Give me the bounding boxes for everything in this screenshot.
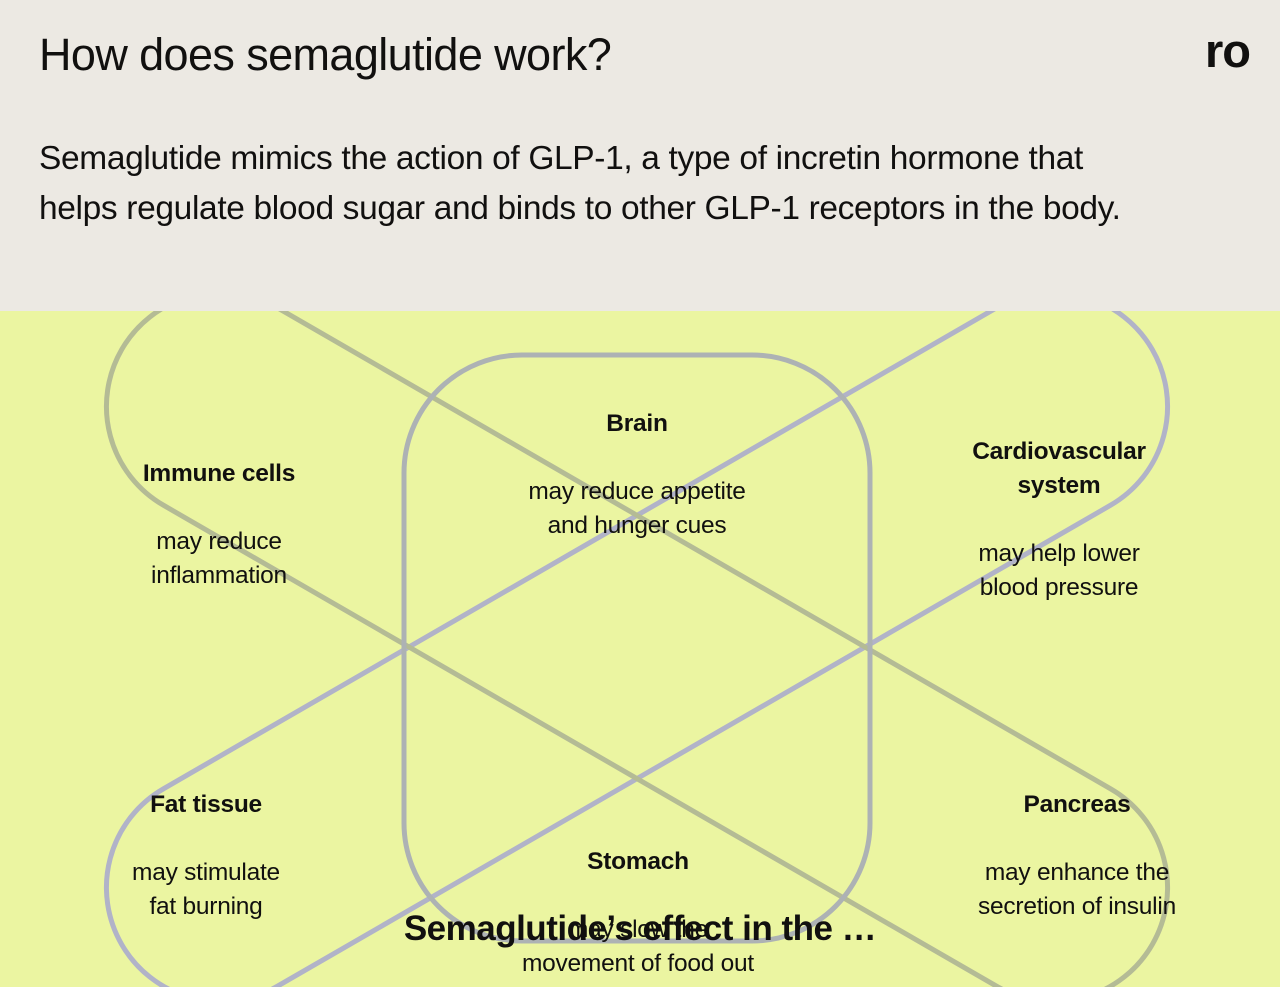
header-section: How does semaglutide work? ro Semaglutid… xyxy=(0,0,1280,311)
node-description: may reduce appetite and hunger cues xyxy=(528,478,746,539)
capsule-immune-pancreas xyxy=(103,311,1171,987)
intro-paragraph: Semaglutide mimics the action of GLP-1, … xyxy=(39,140,1121,227)
node-title: Immune cells xyxy=(142,460,296,487)
node-description: may enhance the secretion of insulin xyxy=(978,859,1176,920)
node-stomach: Stomach may slow the movement of food ou… xyxy=(500,811,776,987)
node-title: Brain xyxy=(606,410,668,437)
capsule-outline xyxy=(401,352,873,944)
node-description: may help lower blood pressure xyxy=(978,540,1140,601)
node-title: Cardiovascular system xyxy=(972,438,1146,499)
node-description: may reduce inflammation xyxy=(151,528,287,589)
node-cardiovascular-system: Cardiovascular system may help lower blo… xyxy=(935,401,1183,639)
node-title: Stomach xyxy=(587,848,689,875)
diagram-section: Immune cells may reduce inflammation Bra… xyxy=(0,311,1280,987)
capsule-outline xyxy=(103,311,1171,987)
node-description: may slow the movement of food out xyxy=(522,916,754,977)
capsule-cardio-fat xyxy=(103,311,1171,987)
node-immune-cells: Immune cells may reduce inflammation xyxy=(96,423,342,627)
node-pancreas: Pancreas may enhance the secretion of in… xyxy=(945,754,1209,958)
capsule-diagram xyxy=(103,311,1171,987)
ro-logo: ro xyxy=(1205,24,1251,77)
capsule-brain-stomach xyxy=(401,352,873,944)
node-brain: Brain may reduce appetite and hunger cue… xyxy=(506,373,768,577)
capsule-outline xyxy=(103,311,1171,987)
node-title: Pancreas xyxy=(1023,791,1131,818)
center-label: Semaglutide’s effect in the … xyxy=(403,909,877,948)
page-title: How does semaglutide work? xyxy=(39,29,612,80)
node-title: Fat tissue xyxy=(150,791,262,818)
node-description: may stimulate fat burning xyxy=(132,859,280,920)
node-fat-tissue: Fat tissue may stimulate fat burning xyxy=(86,754,326,958)
